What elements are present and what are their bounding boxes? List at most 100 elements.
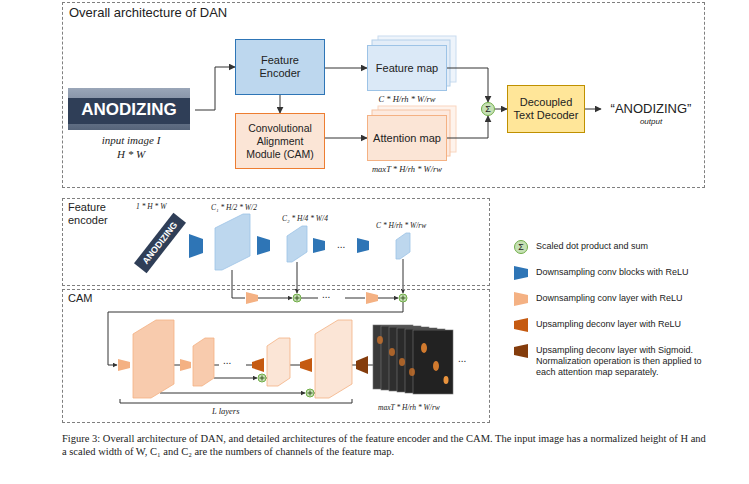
overview-panel: Overall architecture of DAN input image I… bbox=[62, 2, 705, 188]
legend-text: Scaled dot product and sum bbox=[536, 241, 708, 252]
cam-wires bbox=[160, 393, 305, 394]
cam-wires bbox=[232, 270, 245, 298]
dimension-label: maxT * H/rh * W/rw bbox=[378, 403, 440, 412]
node-text: Decoupled Text Decoder bbox=[512, 96, 580, 122]
cam-wires bbox=[352, 365, 356, 366]
feature-map-stack: Feature mapC * H/rh * W/rw bbox=[367, 45, 447, 104]
dimension-label: C₂ * H/4 * W/4 bbox=[282, 214, 328, 223]
ellipsis: ... bbox=[322, 290, 330, 300]
legend-text: Downsampling conv layer with ReLU bbox=[536, 293, 708, 304]
node-subtext: H * W bbox=[67, 147, 195, 161]
cam-layers bbox=[193, 338, 214, 386]
node-text: Σ bbox=[482, 103, 494, 115]
arrow-connector bbox=[325, 68, 367, 69]
cam-wires bbox=[403, 259, 404, 293]
cam-wires bbox=[246, 365, 252, 366]
cam-wires bbox=[378, 298, 398, 299]
process-box: Convolutional Alignment Module (CAM) bbox=[235, 113, 325, 169]
attention-map-stack: Attention map maxT * H/rh * W/rw bbox=[367, 115, 447, 174]
sum-symbols bbox=[399, 294, 407, 302]
ellipsis: ... bbox=[223, 356, 231, 366]
cam-layers bbox=[356, 356, 368, 374]
arrow-connector bbox=[325, 138, 367, 139]
ellipsis: ... bbox=[458, 354, 466, 364]
input-image bbox=[68, 88, 190, 130]
cam-wires bbox=[108, 259, 403, 403]
cam-wires bbox=[120, 399, 352, 403]
input-image bbox=[68, 88, 190, 130]
attention-maps bbox=[373, 325, 453, 394]
encoder-layers bbox=[313, 238, 325, 253]
cam-panel: CAM bbox=[62, 289, 490, 423]
image-text: ANODIZING bbox=[68, 100, 190, 120]
process-box: Decoupled Text Decoder bbox=[507, 85, 585, 133]
sum-circle: Σ bbox=[481, 102, 495, 116]
node-text: CAM bbox=[63, 290, 133, 307]
attention-maps bbox=[444, 376, 449, 384]
ellipsis: ... bbox=[337, 240, 345, 250]
cam-layers bbox=[267, 338, 290, 386]
node-text: input image I bbox=[67, 133, 195, 147]
node-subtext: output bbox=[601, 117, 701, 127]
arrow-connector bbox=[280, 95, 281, 113]
encoder-layers bbox=[257, 236, 270, 255]
legend-swatch bbox=[514, 318, 528, 332]
cam-wires bbox=[290, 365, 300, 366]
sum-symbols bbox=[293, 294, 301, 302]
arrow-connector bbox=[447, 68, 488, 102]
attention-maps bbox=[389, 348, 395, 356]
sum-symbols bbox=[306, 389, 314, 397]
input-image-node: input image IH * W bbox=[67, 87, 195, 161]
sum-symbols bbox=[295, 296, 300, 301]
figure-caption: Figure 3: Overall architecture of DAN, a… bbox=[62, 432, 707, 458]
legend-symbol: Σ bbox=[514, 240, 528, 254]
legend-text: Upsampling deconv layer with ReLU bbox=[536, 319, 708, 330]
dimension-label: C * H/rh * W/rw bbox=[376, 221, 426, 230]
arrow-connector bbox=[495, 109, 507, 110]
dimension-label: 1 * H * W bbox=[136, 202, 166, 211]
encoder-layers bbox=[357, 238, 369, 253]
cam-layers bbox=[366, 292, 378, 304]
cam-layers bbox=[300, 358, 312, 372]
encoder-layers bbox=[287, 226, 307, 262]
node-text: “ANODIZING” bbox=[601, 101, 701, 117]
arrow-connector bbox=[585, 109, 601, 110]
node-text: Feature encoder bbox=[63, 199, 133, 229]
attention-maps bbox=[399, 358, 405, 366]
cam-layers bbox=[133, 320, 174, 398]
cam-layers bbox=[246, 292, 258, 304]
legend-text: Upsampling deconv layer with Sigmoid. No… bbox=[536, 345, 708, 378]
cam-wires bbox=[258, 298, 292, 299]
layer-count: L layers bbox=[212, 407, 239, 416]
cam-wires bbox=[345, 298, 365, 299]
node-text: Overall architecture of DAN bbox=[63, 3, 704, 22]
cam-layers bbox=[315, 320, 352, 398]
arrow-connector bbox=[447, 116, 488, 138]
cam-layers bbox=[118, 359, 130, 371]
encoder-layers bbox=[189, 234, 203, 258]
encoder-layers bbox=[396, 233, 410, 259]
cam-layers bbox=[252, 358, 264, 372]
output-text: “ANODIZING”output bbox=[601, 101, 701, 127]
legend-swatch bbox=[514, 292, 528, 306]
node-text: Attention map bbox=[367, 115, 447, 161]
legend-text: Downsampling conv blocks with ReLU bbox=[536, 267, 708, 278]
cam-wires bbox=[368, 365, 373, 366]
cam-wires bbox=[214, 378, 257, 379]
encoder-panel: Feature encoder bbox=[62, 198, 490, 286]
sum-symbols bbox=[401, 296, 406, 301]
sum-symbols bbox=[308, 391, 313, 396]
node-text: Convolutional Alignment Module (CAM) bbox=[240, 122, 320, 161]
attention-maps bbox=[409, 368, 415, 376]
node-subtext: maxT * H/rh * W/rw bbox=[367, 164, 447, 174]
attention-maps bbox=[433, 361, 439, 371]
cam-wires bbox=[301, 298, 318, 299]
sum-symbols bbox=[258, 374, 266, 382]
node-text: Feature Encoder bbox=[240, 54, 320, 80]
cam-wires bbox=[174, 365, 180, 366]
attention-maps bbox=[413, 330, 453, 394]
input-image bbox=[68, 98, 190, 124]
legend-swatch bbox=[514, 344, 528, 358]
cam-wires bbox=[214, 365, 219, 366]
